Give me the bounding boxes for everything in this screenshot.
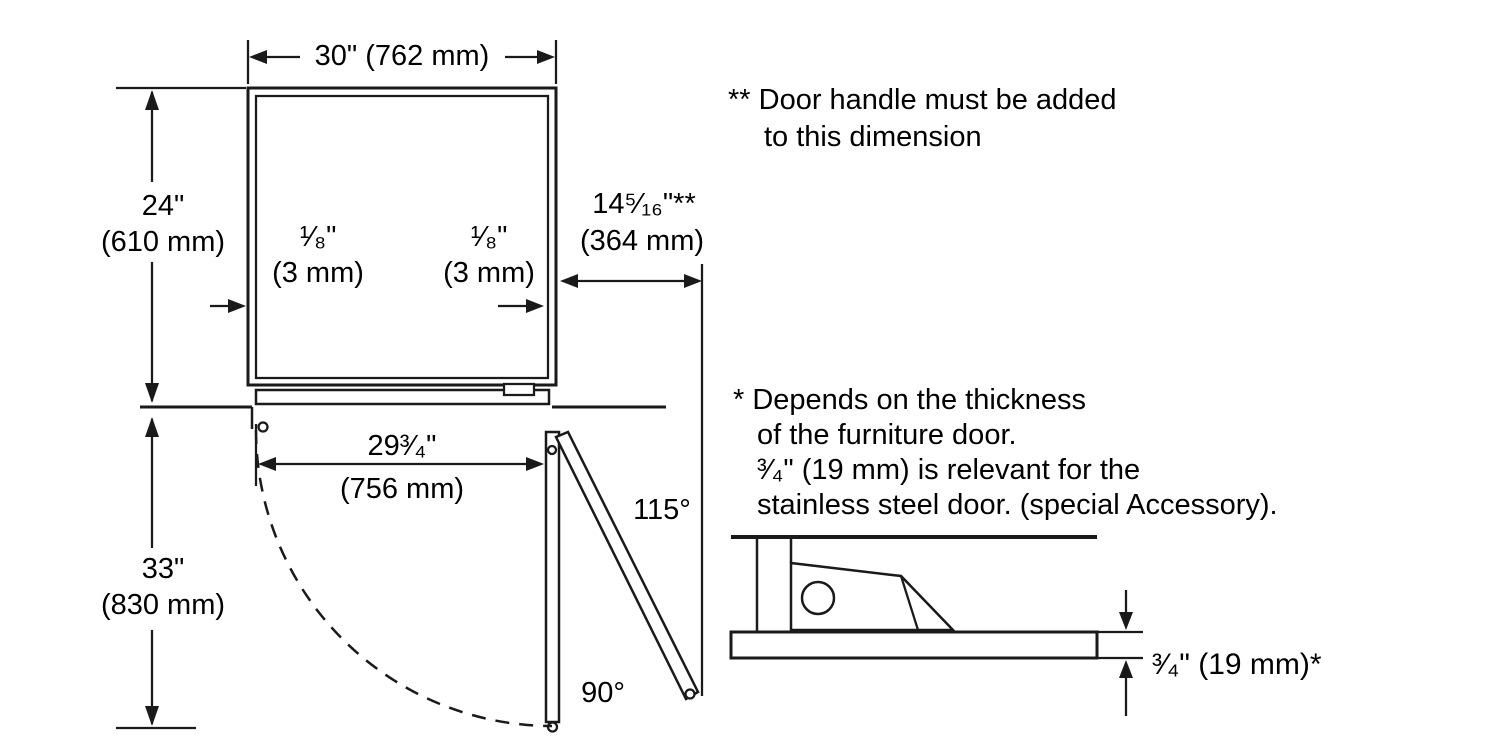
hinge-pin-top [546,444,558,456]
angle-90-label: 90° [581,677,625,709]
note-thickness-line-3: ³⁄₄" (19 mm) is relevant for the [757,454,1141,486]
note-handle-line-1: ** Door handle must be added [728,84,1117,116]
hinge-pivot-circle [800,580,836,616]
dim-projection-mm-label: (364 mm) [579,225,705,257]
dim-depth-33 [116,417,196,730]
note-thickness-line-2: of the furniture door. [757,419,1017,451]
closed-door [254,382,551,406]
hinge-cup-detail [502,382,536,397]
dim-door-width [254,424,544,486]
hinge-pin-115 [684,688,696,700]
dim-gap-left-mm-label: (3 mm) [272,257,364,289]
dim-gap-left [210,299,246,313]
furniture-front-lines [140,405,666,429]
note-thickness-line-1: * Depends on the thickness [733,384,1087,416]
hinge-pin-left [257,421,269,433]
dim-depth-24 [116,86,246,403]
dim-depth-mm-label: (610 mm) [100,226,226,258]
dim-gap-right-mm-label: (3 mm) [443,257,535,289]
dim-gap-right [498,299,544,313]
dim-gap-left-in-label: ¹⁄₈" [299,221,337,253]
furniture-door-panel [729,630,1099,660]
note-handle-line-2: to this dimension [764,121,982,153]
dim-door-width-mm-label: (756 mm) [339,473,465,505]
dim-depth-in-label: 24" [141,190,185,222]
door-90-open [544,430,561,733]
dim-door-width-in-label: 29³⁄₄" [367,430,437,462]
dim-panel-thickness-label: ³⁄₄" (19 mm)* [1152,648,1322,681]
angle-115-label: 115° [633,494,691,526]
note-thickness-line-4: stainless steel door. (special Accessory… [757,489,1278,521]
hinge-section-detail [729,535,1099,660]
door-115-open [554,430,700,701]
dim-width-30 [246,40,558,84]
dim-projection-in-label: 14⁵⁄₁₆"** [592,188,696,220]
dim-open-depth-in-label: 33" [141,553,185,585]
dim-width-label: 30" (762 mm) [314,40,490,72]
dim-gap-right-in-label: ¹⁄₈" [470,221,508,253]
cabinet-outline [246,86,558,387]
dim-open-depth-mm-label: (830 mm) [100,589,226,621]
dim-panel-thickness [1097,590,1143,716]
door-swing-arc [254,421,553,728]
dim-projection [560,264,704,696]
